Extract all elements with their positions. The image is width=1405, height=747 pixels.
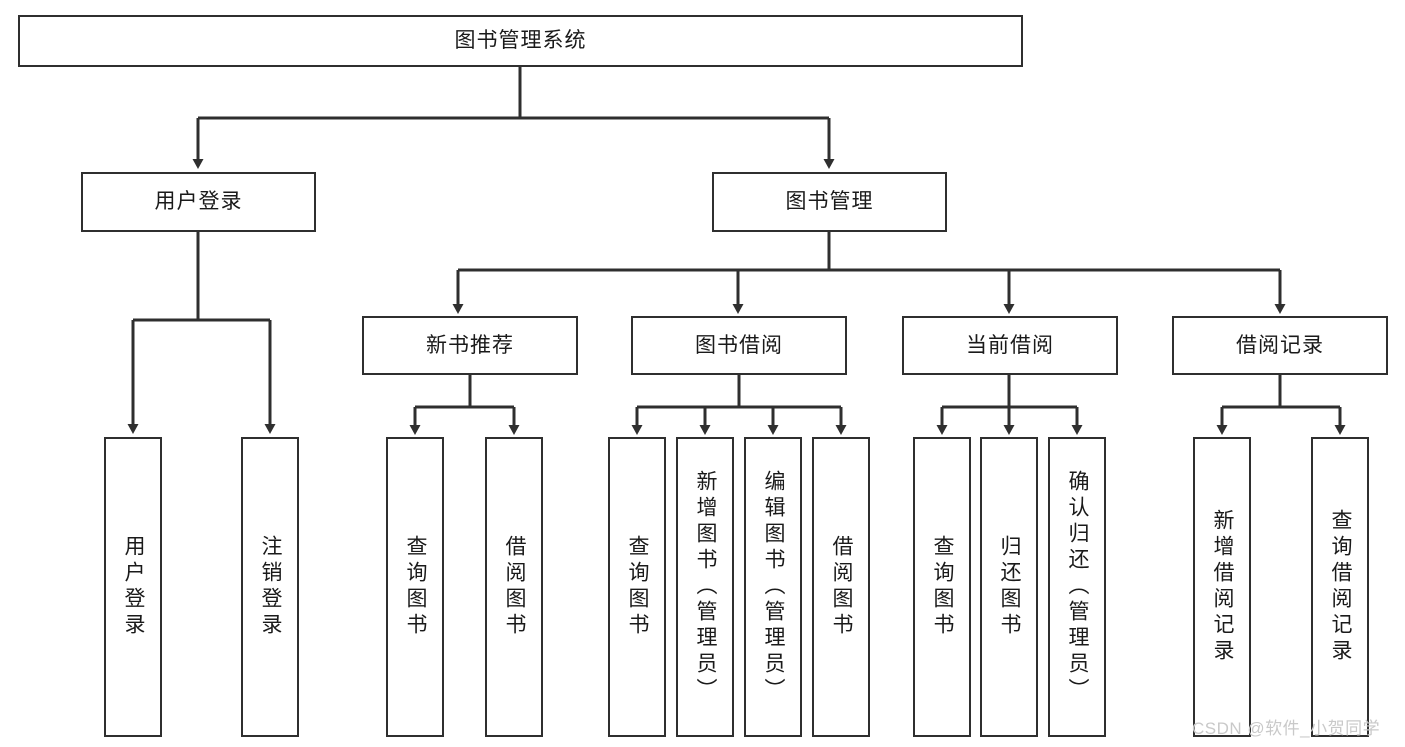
leaf-user-login-login[interactable]: 用户登录 [104, 437, 162, 737]
node-label: 确认归还（管理员） [1066, 470, 1090, 704]
node-label: 编辑图书（管理员） [762, 470, 786, 704]
node-book-management[interactable]: 图书管理 [712, 172, 947, 232]
node-label: 归还图书 [998, 535, 1022, 639]
node-label: 用户登录 [122, 535, 146, 639]
node-label: 借阅图书 [830, 535, 854, 639]
node-label: 当前借阅 [966, 333, 1054, 357]
node-book-borrow[interactable]: 图书借阅 [631, 316, 847, 375]
leaf-borrow-record-add-record[interactable]: 新增借阅记录 [1193, 437, 1251, 737]
csdn-watermark: CSDN @软件_小贺同学 [1192, 719, 1381, 738]
leaf-new-book-query-book[interactable]: 查询图书 [386, 437, 444, 737]
node-label: 查询图书 [404, 535, 428, 639]
node-label: 借阅图书 [503, 535, 527, 639]
node-new-book-recommend[interactable]: 新书推荐 [362, 316, 578, 375]
node-label: 借阅记录 [1236, 333, 1324, 357]
leaf-current-borrow-confirm-return-admin[interactable]: 确认归还（管理员） [1048, 437, 1106, 737]
node-label: 查询图书 [931, 535, 955, 639]
node-label: 查询借阅记录 [1329, 509, 1353, 665]
node-label: 新增图书（管理员） [694, 470, 718, 704]
node-label: 图书管理 [785, 190, 874, 214]
node-root-book-management-system[interactable]: 图书管理系统 [18, 15, 1023, 67]
leaf-book-borrow-edit-book-admin[interactable]: 编辑图书（管理员） [744, 437, 802, 737]
node-label: 注销登录 [259, 535, 283, 639]
leaf-current-borrow-query-book[interactable]: 查询图书 [913, 437, 971, 737]
node-user-login[interactable]: 用户登录 [81, 172, 316, 232]
node-borrow-record[interactable]: 借阅记录 [1172, 316, 1388, 375]
leaf-book-borrow-add-book-admin[interactable]: 新增图书（管理员） [676, 437, 734, 737]
node-label: 新书推荐 [426, 333, 514, 357]
leaf-book-borrow-borrow-book[interactable]: 借阅图书 [812, 437, 870, 737]
node-label: 图书借阅 [695, 333, 783, 357]
leaf-borrow-record-query-record[interactable]: 查询借阅记录 [1311, 437, 1369, 737]
node-label: 新增借阅记录 [1211, 509, 1235, 665]
node-label: 查询图书 [626, 535, 650, 639]
leaf-user-login-logout[interactable]: 注销登录 [241, 437, 299, 737]
node-label: 图书管理系统 [454, 29, 587, 53]
leaf-new-book-borrow-book[interactable]: 借阅图书 [485, 437, 543, 737]
leaf-current-borrow-return-book[interactable]: 归还图书 [980, 437, 1038, 737]
node-label: 用户登录 [154, 190, 243, 214]
node-current-borrow[interactable]: 当前借阅 [902, 316, 1118, 375]
leaf-book-borrow-query-book[interactable]: 查询图书 [608, 437, 666, 737]
